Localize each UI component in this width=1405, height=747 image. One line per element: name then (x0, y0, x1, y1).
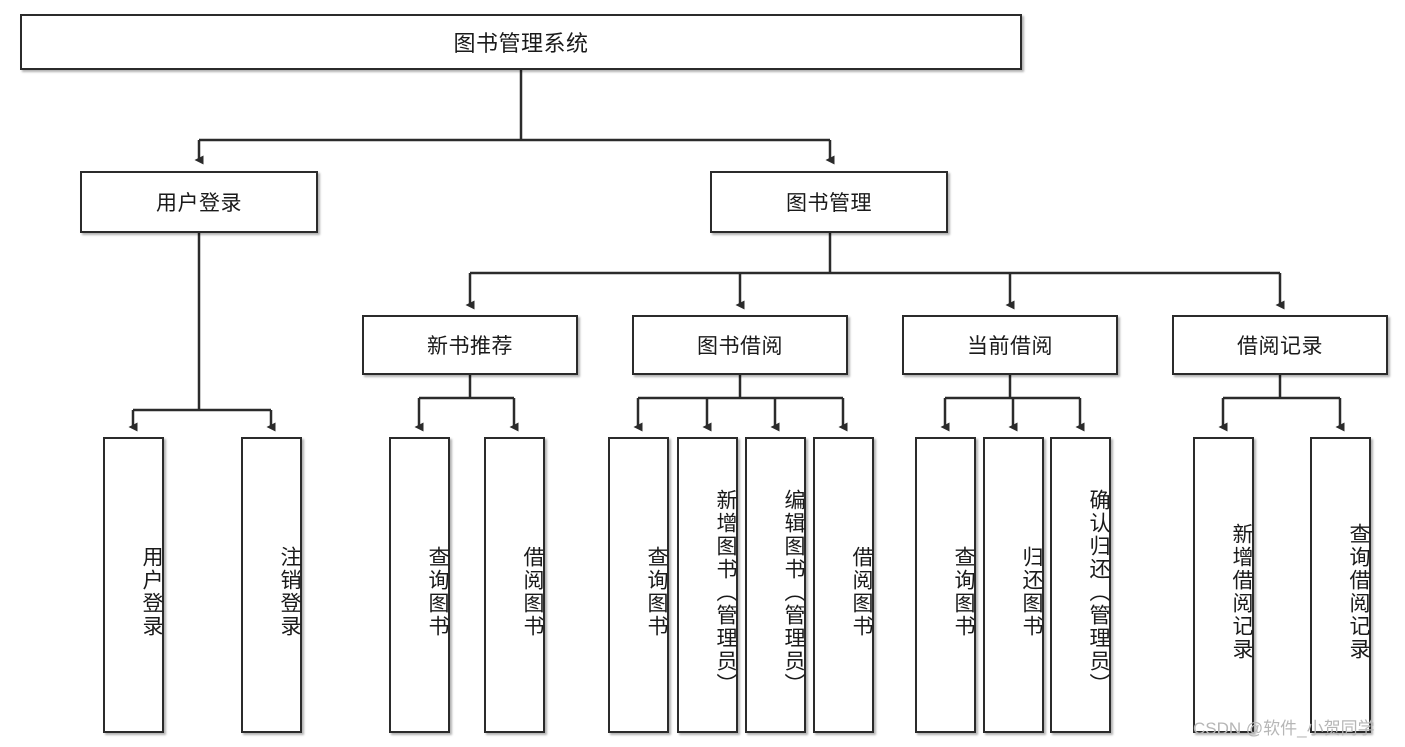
node-current-borrow-label: 当前借阅 (967, 335, 1053, 358)
node-leaf-return-book-label: 归还图书 (1020, 546, 1043, 638)
node-leaf-query-borrow-record[interactable]: 查询借阅记录 (1310, 437, 1371, 733)
node-leaf-borrow-book-2[interactable]: 借阅图书 (813, 437, 874, 733)
node-leaf-query-book-1[interactable]: 查询图书 (389, 437, 450, 733)
node-leaf-user-logout-label: 注销登录 (278, 546, 301, 638)
node-new-book-recommend-label: 新书推荐 (427, 335, 513, 358)
node-new-book-recommend[interactable]: 新书推荐 (362, 315, 578, 375)
node-leaf-confirm-return-admin[interactable]: 确认归还（管理员） (1050, 437, 1111, 733)
node-book-manage[interactable]: 图书管理 (710, 171, 948, 233)
node-leaf-borrow-book-1[interactable]: 借阅图书 (484, 437, 545, 733)
node-current-borrow[interactable]: 当前借阅 (902, 315, 1118, 375)
node-leaf-query-book-3[interactable]: 查询图书 (915, 437, 976, 733)
node-root-label: 图书管理系统 (453, 31, 589, 56)
node-borrow-record[interactable]: 借阅记录 (1172, 315, 1388, 375)
node-leaf-edit-book-admin-label: 编辑图书（管理员） (782, 488, 805, 696)
node-book-borrow[interactable]: 图书借阅 (632, 315, 848, 375)
node-leaf-user-login-label: 用户登录 (140, 546, 163, 638)
node-leaf-return-book[interactable]: 归还图书 (983, 437, 1044, 733)
node-leaf-query-book-2[interactable]: 查询图书 (608, 437, 669, 733)
node-user-login-label: 用户登录 (156, 192, 242, 215)
csdn-watermark: CSDN @软件_小贺同学 (1193, 719, 1375, 738)
node-leaf-user-logout[interactable]: 注销登录 (241, 437, 302, 733)
node-leaf-query-book-1-label: 查询图书 (426, 546, 449, 638)
node-leaf-add-borrow-record[interactable]: 新增借阅记录 (1193, 437, 1254, 733)
node-leaf-query-book-2-label: 查询图书 (645, 546, 668, 638)
node-leaf-add-book-admin[interactable]: 新增图书（管理员） (677, 437, 738, 733)
node-borrow-record-label: 借阅记录 (1237, 335, 1323, 358)
node-leaf-query-book-3-label: 查询图书 (952, 546, 975, 638)
node-root[interactable]: 图书管理系统 (20, 14, 1022, 70)
node-leaf-confirm-return-admin-label: 确认归还（管理员） (1087, 488, 1110, 696)
node-book-borrow-label: 图书借阅 (697, 335, 783, 358)
node-leaf-user-login[interactable]: 用户登录 (103, 437, 164, 733)
node-leaf-borrow-book-1-label: 借阅图书 (521, 546, 544, 638)
node-user-login[interactable]: 用户登录 (80, 171, 318, 233)
node-leaf-add-book-admin-label: 新增图书（管理员） (714, 488, 737, 696)
node-leaf-add-borrow-record-label: 新增借阅记录 (1230, 523, 1253, 661)
node-leaf-query-borrow-record-label: 查询借阅记录 (1347, 523, 1370, 661)
node-leaf-edit-book-admin[interactable]: 编辑图书（管理员） (745, 437, 806, 733)
node-book-manage-label: 图书管理 (786, 192, 872, 215)
node-leaf-borrow-book-2-label: 借阅图书 (850, 546, 873, 638)
